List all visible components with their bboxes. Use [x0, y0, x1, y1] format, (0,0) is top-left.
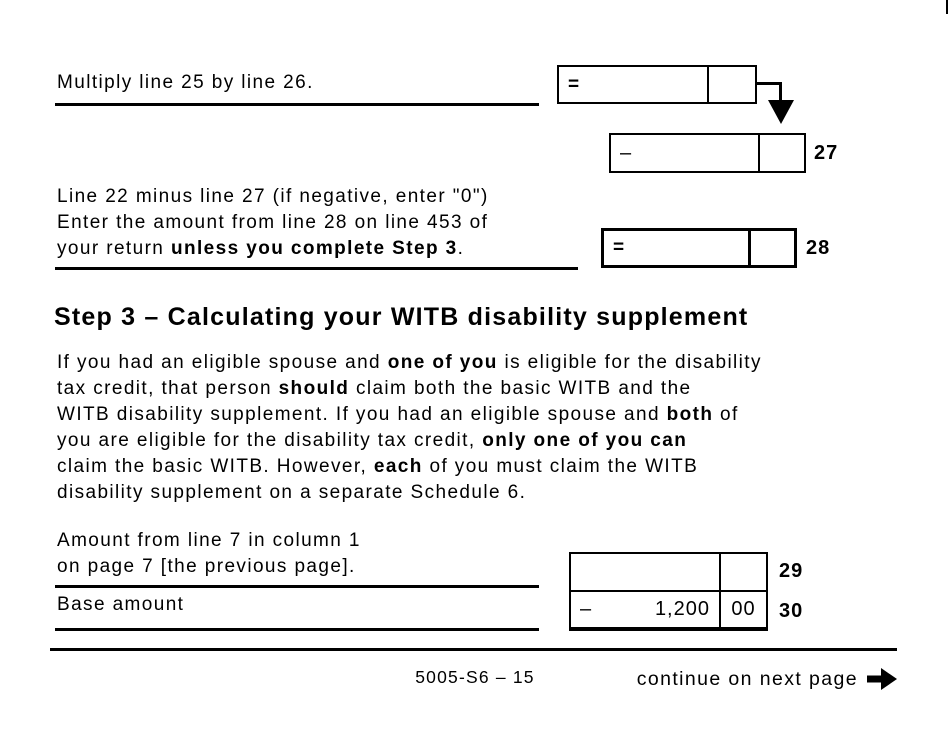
base-amount-label: Base amount	[57, 594, 185, 615]
paragraph-line: If you had an eligible spouse and one of…	[57, 352, 762, 373]
paragraph-line: you are eligible for the disability tax …	[57, 430, 688, 451]
step3-paragraph: If you had an eligible spouse and one of…	[57, 350, 762, 506]
table-row-30: – 1,200 00	[571, 589, 766, 628]
continue-on-next-page: continue on next page	[637, 666, 897, 692]
instruction-line: your return unless you complete Step 3.	[57, 238, 465, 259]
line-number-29: 29	[779, 560, 804, 582]
line-number-27: 27	[814, 141, 839, 164]
connector-line-horizontal	[757, 82, 782, 85]
instruction-line: Line 22 minus line 27 (if negative, ente…	[57, 186, 489, 207]
underline-multiply	[55, 103, 539, 106]
paragraph-line: WITB disability supplement. If you had a…	[57, 404, 739, 425]
amount-box-line28: =	[601, 228, 797, 268]
form-code: 5005-S6 – 15	[415, 667, 535, 687]
line-number-28: 28	[806, 236, 831, 259]
dollars-cell: –	[611, 135, 758, 171]
amount-table-29-30: – 1,200 00	[569, 552, 768, 631]
step3-heading: Step 3 – Calculating your WITB disabilit…	[54, 303, 749, 331]
dollars-cell: =	[604, 231, 748, 265]
equals-operator: =	[568, 73, 580, 95]
right-arrow-icon	[867, 666, 897, 692]
cents-cell	[748, 231, 794, 265]
down-arrow-icon	[768, 100, 794, 124]
cents-cell	[758, 135, 804, 171]
minus-operator: –	[620, 141, 632, 164]
underline-line30	[55, 628, 539, 631]
dollars-cell	[571, 554, 719, 590]
base-amount-value: 1,200	[654, 597, 710, 620]
dollars-cell: – 1,200	[571, 592, 719, 628]
amount-box-line27: –	[609, 133, 806, 173]
minus-operator: –	[580, 597, 592, 620]
paragraph-line: disability supplement on a separate Sche…	[57, 482, 527, 503]
cents-cell	[707, 67, 755, 102]
page-edge-mark	[946, 0, 948, 14]
line28-instruction: Line 22 minus line 27 (if negative, ente…	[57, 184, 489, 262]
line-number-30: 30	[779, 599, 804, 622]
equals-operator: =	[613, 237, 625, 258]
instruction-line: on page 7 [the previous page].	[57, 556, 356, 577]
line29-instruction: Amount from line 7 in column 1 on page 7…	[57, 528, 361, 580]
underline-line28	[55, 267, 578, 270]
paragraph-line: claim the basic WITB. However, each of y…	[57, 456, 699, 477]
continue-label: continue on next page	[636, 667, 858, 690]
footer-rule	[50, 648, 897, 651]
cents-cell	[719, 554, 766, 590]
instruction-line: Amount from line 7 in column 1	[57, 530, 361, 551]
connector-line-vertical	[779, 82, 782, 101]
dollars-cell: =	[559, 67, 707, 102]
underline-line29	[55, 585, 539, 588]
multiply-instruction: Multiply line 25 by line 26.	[57, 72, 314, 93]
paragraph-line: tax credit, that person should claim bot…	[57, 378, 692, 399]
instruction-line: Enter the amount from line 28 on line 45…	[57, 212, 489, 233]
cents-cell: 00	[719, 591, 766, 627]
table-row-29	[571, 554, 766, 590]
amount-box-multiply-result: =	[557, 65, 757, 104]
